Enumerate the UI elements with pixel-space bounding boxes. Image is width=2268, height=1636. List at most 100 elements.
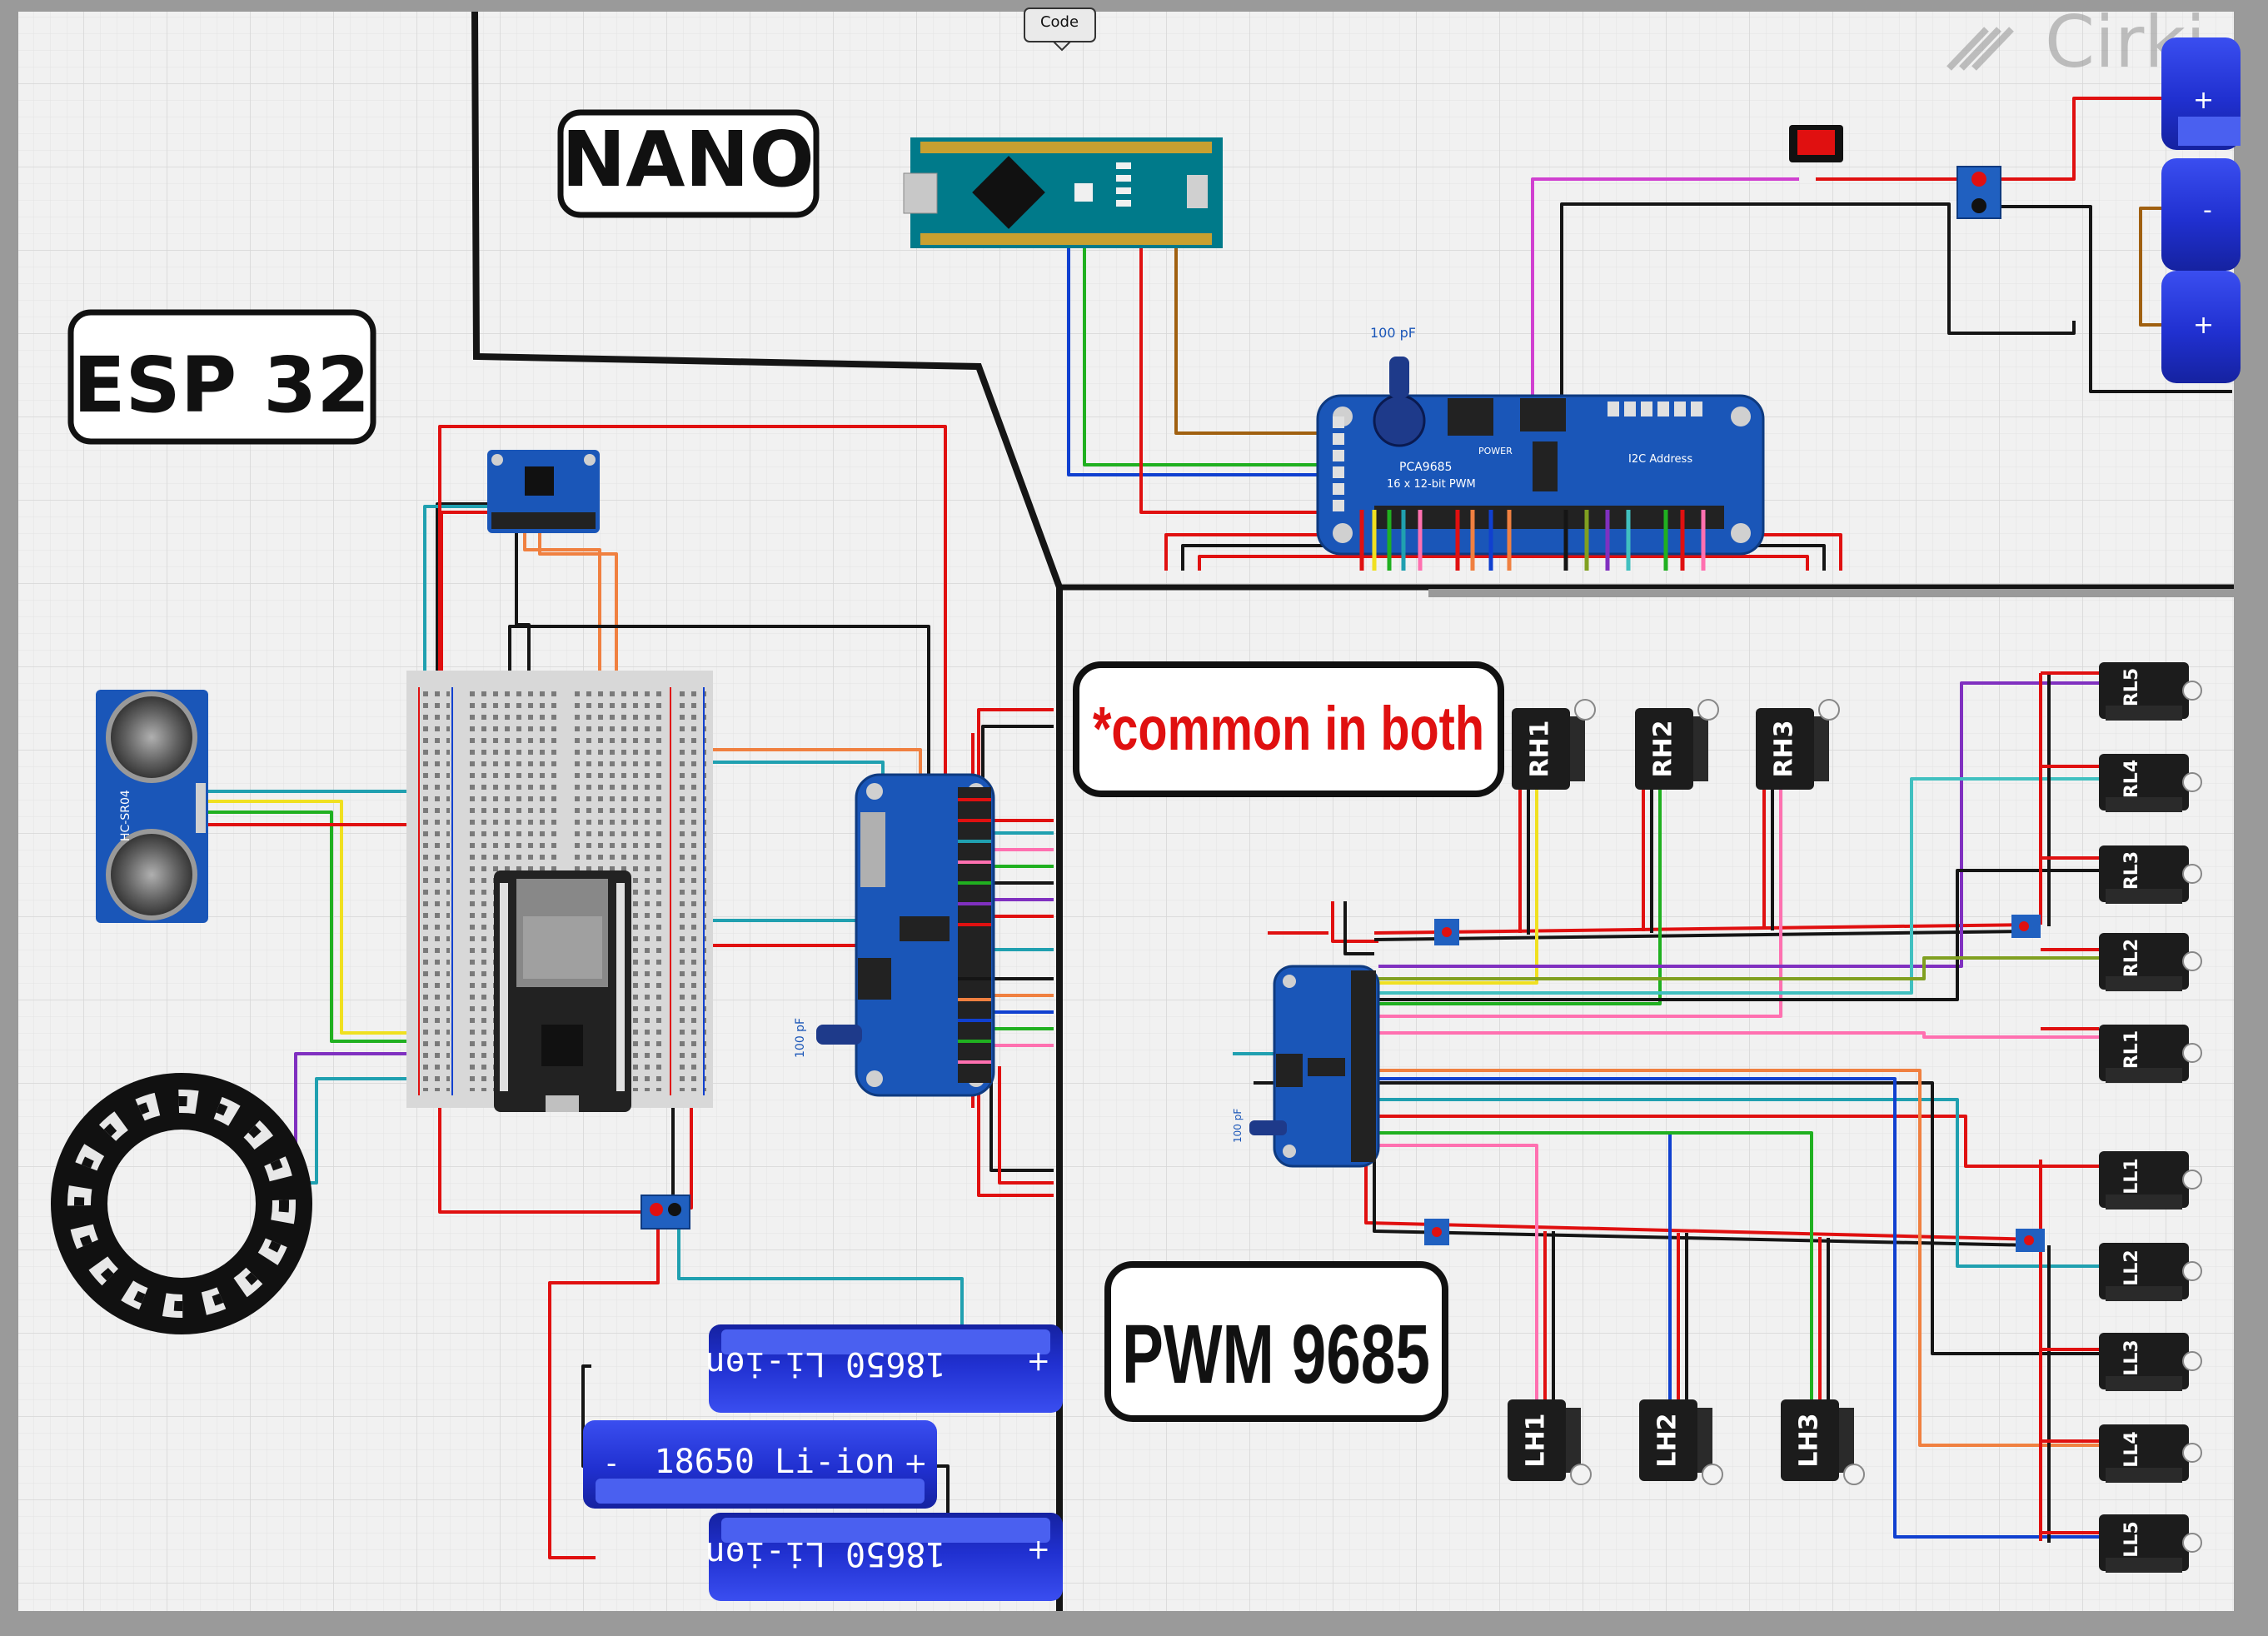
pwm-top-power-label: POWER <box>1478 446 1513 456</box>
servo-horn-icon <box>1574 699 1596 721</box>
label-nano[interactable]: NANO <box>557 109 820 218</box>
label-pwm[interactable]: PWM 9685 <box>1104 1261 1448 1422</box>
battery-1-label: 18650 Li-ion <box>705 1344 946 1383</box>
servo-horn-icon <box>1702 1464 1723 1485</box>
servo-label: RL4 <box>2121 760 2142 798</box>
battery-3-plus: + <box>1027 1534 1051 1567</box>
pwm-top-servo-wires <box>1359 510 1706 571</box>
servo-horn-icon <box>2182 1043 2202 1063</box>
servo-label: RH1 <box>1526 720 1555 777</box>
ultrasonic-label: HC-SR04 <box>119 790 132 841</box>
servo-rh3[interactable]: RH3 <box>1756 699 1840 790</box>
battery-2-label: 18650 Li-ion <box>655 1443 895 1481</box>
servo-horn-icon <box>2182 864 2202 884</box>
label-esp32[interactable]: ESP 32 <box>67 309 376 445</box>
servo-rl2[interactable]: RL2 <box>2099 933 2202 991</box>
label-nano-text: NANO <box>561 115 814 204</box>
battery-1-plus: + <box>1027 1345 1051 1379</box>
servo-horn-icon <box>2182 1443 2202 1463</box>
terminal-block-top[interactable] <box>1956 166 2001 219</box>
label-common[interactable]: *common in both <box>1073 661 1504 797</box>
servo-horn-icon <box>2182 1261 2202 1281</box>
servo-horn-icon <box>2182 681 2202 701</box>
code-button[interactable]: Code <box>1024 7 1096 52</box>
pwm-top-sublabel: 16 x 12-bit PWM <box>1387 478 1476 491</box>
section-dividers <box>471 11 2234 1611</box>
power-switch[interactable] <box>1789 125 1843 162</box>
pwm-top-capacitor: 100 pF <box>1370 325 1416 398</box>
battery-tr1-plus: + <box>2193 86 2214 115</box>
pwm-board-section[interactable]: 100 pF <box>1232 965 1380 1168</box>
servo-rl3[interactable]: RL3 <box>2099 845 2202 904</box>
ultrasonic-sensor[interactable]: HC-SR04 <box>96 690 208 923</box>
servo-lh2[interactable]: LH2 <box>1639 1399 1723 1485</box>
battery-3-label: 18650 Li-ion <box>705 1534 946 1573</box>
battery-top-right[interactable]: + - + <box>2161 37 2241 383</box>
servo-label: RL3 <box>2121 851 2142 890</box>
cirkit-logo-icon <box>1946 27 2014 71</box>
pwm-top-capacitor-label: 100 pF <box>1370 325 1416 341</box>
pwm-section-terminals <box>1424 915 2045 1252</box>
battery-2-plus: + <box>904 1447 928 1480</box>
battery-3-minus: - <box>732 1535 742 1569</box>
servo-horn-icon <box>2182 772 2202 792</box>
servo-label: RL2 <box>2121 939 2142 977</box>
battery-pack-bottom[interactable]: 18650 Li-ion - + 18650 Li-ion - + 18650 … <box>583 1324 1063 1601</box>
servo-label: LH2 <box>1653 1413 1682 1467</box>
servo-label: LL3 <box>2121 1339 2142 1375</box>
servo-horn-icon <box>1843 1464 1865 1485</box>
servo-rl4[interactable]: RL4 <box>2099 754 2202 812</box>
servo-label: RL1 <box>2121 1030 2142 1069</box>
pwm-esp-capacitor: 100 pF <box>794 1018 862 1058</box>
pwm-board-esp[interactable]: 100 pF <box>794 773 995 1097</box>
label-pwm-text: PWM 9685 <box>1122 1308 1430 1401</box>
servo-lh3[interactable]: LH3 <box>1781 1399 1865 1485</box>
battery-1-minus: - <box>732 1347 742 1380</box>
servo-horn-icon <box>1570 1464 1592 1485</box>
imu-sensor[interactable] <box>487 450 600 533</box>
pwm-esp-capacitor-label: 100 pF <box>794 1018 807 1058</box>
battery-tr2-minus: - <box>2203 196 2212 225</box>
servo-ll5[interactable]: LL5 <box>2099 1514 2202 1573</box>
servo-horn-icon <box>2182 951 2202 971</box>
label-esp32-text: ESP 32 <box>73 341 371 430</box>
servo-horn-icon <box>2182 1533 2202 1553</box>
pwm-top-label: PCA9685 <box>1399 461 1452 474</box>
battery-3[interactable]: 18650 Li-ion - + <box>705 1513 1063 1601</box>
pwm-section-capacitor-label: 100 pF <box>1232 1109 1244 1143</box>
servo-lh1[interactable]: LH1 <box>1508 1399 1592 1485</box>
servo-rh1[interactable]: RH1 <box>1512 699 1596 790</box>
servo-label: LL5 <box>2121 1521 2142 1557</box>
arduino-nano[interactable] <box>903 137 1223 248</box>
pwm-top-i2c-label: I2C Address <box>1628 453 1692 466</box>
code-button-label: Code <box>1040 13 1079 31</box>
servo-label: LL4 <box>2121 1431 2142 1467</box>
label-common-text: *common in both <box>1093 694 1484 763</box>
servo-ll4[interactable]: LL4 <box>2099 1424 2202 1483</box>
servo-label: LH3 <box>1795 1413 1824 1467</box>
servo-rl5[interactable]: RL5 <box>2099 662 2202 721</box>
servo-ll3[interactable]: LL3 <box>2099 1333 2202 1391</box>
servo-ll1[interactable]: LL1 <box>2099 1151 2202 1210</box>
battery-terminal[interactable] <box>641 1195 690 1229</box>
battery-2[interactable]: 18650 Li-ion - + <box>583 1420 937 1509</box>
led-ring[interactable] <box>51 1073 312 1334</box>
servo-label: LL2 <box>2121 1249 2142 1285</box>
servo-horn-icon <box>2182 1170 2202 1190</box>
servo-label: LL1 <box>2121 1158 2142 1194</box>
servo-ll2[interactable]: LL2 <box>2099 1243 2202 1301</box>
servo-label: LH1 <box>1522 1413 1551 1467</box>
servo-horn-icon <box>1697 699 1719 721</box>
servo-label: RH3 <box>1770 720 1799 777</box>
battery-2-minus: - <box>606 1447 616 1480</box>
servo-rh2[interactable]: RH2 <box>1635 699 1719 790</box>
esp32-board[interactable] <box>494 870 631 1112</box>
servo-horn-icon <box>1818 699 1840 721</box>
wires <box>204 97 2232 1559</box>
battery-1[interactable]: 18650 Li-ion - + <box>705 1324 1063 1413</box>
pwm-top-header-pins <box>1374 506 1724 529</box>
servo-rl1[interactable]: RL1 <box>2099 1025 2202 1083</box>
